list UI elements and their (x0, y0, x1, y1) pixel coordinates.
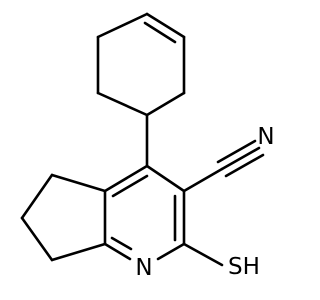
bond-c4-c3 (145, 164, 186, 193)
bond-n1-c7a (103, 242, 132, 261)
thiol-label: SH (228, 254, 260, 280)
bond-c5-c6 (20, 173, 54, 220)
bond-cyclohex-6 (96, 91, 149, 117)
ring-nitrogen-label: N (135, 255, 152, 281)
nitrile-group: N (182, 124, 275, 193)
bond-triple-1 (220, 146, 261, 171)
bond-c3-cn (182, 167, 224, 193)
bond-cyclohex-4 (96, 12, 149, 39)
bond-cyclohex-1 (145, 91, 186, 117)
bond-c4a-c4-inner (111, 174, 149, 198)
nitrile-nitrogen-label: N (257, 124, 274, 150)
cyclohexenyl-ring (96, 12, 186, 117)
bond-c6-c7 (20, 216, 54, 262)
bond-cyclohex-3-double (145, 12, 186, 39)
thiol-group: SH (182, 242, 260, 280)
bond-c2-n1 (156, 242, 186, 261)
bond-cyclohex-3-inner (143, 21, 177, 44)
pyridine-ring (103, 164, 186, 261)
molecule-diagram: N SH N (20, 12, 275, 281)
bond-c2-s (182, 242, 224, 267)
bond-c4a-c5 (50, 173, 107, 193)
bond-n1-c7a-inner (110, 236, 133, 251)
bond-c4a-c4 (103, 164, 149, 193)
bond-triple-3 (224, 153, 265, 178)
cyclopentane-ring (20, 173, 107, 262)
bond-triple-2 (216, 139, 257, 164)
bond-c7-c7a (50, 242, 107, 262)
